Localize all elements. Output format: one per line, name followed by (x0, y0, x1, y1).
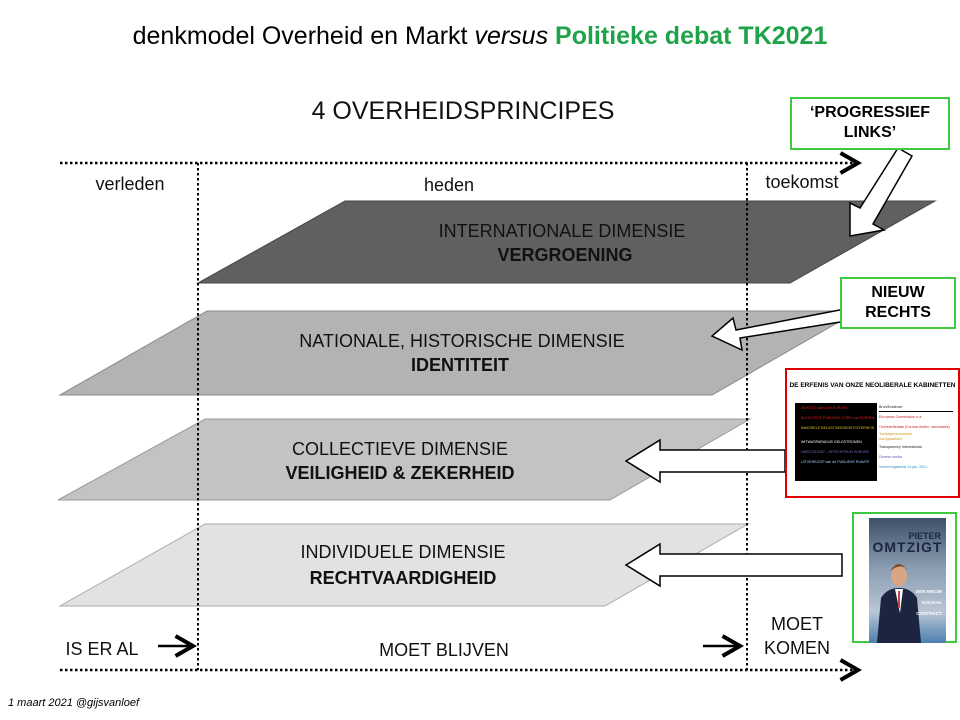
layer-collective-title: COLLECTIEVE DIMENSIE (292, 439, 508, 459)
person-figure (877, 564, 921, 643)
thumbnail-item: Oversterftedata (Corona doden, vaccinati… (879, 425, 950, 429)
callout-progressive-left: ‘PROGRESSIEF LINKS’ (790, 97, 950, 150)
callout-text: RECHTS (865, 304, 931, 321)
thumbnail-item: European Commission e.a. (879, 415, 923, 419)
thumbnail-item: WITWASPARADIJS GELDSTROMEN (801, 440, 862, 444)
title-versus: versus (474, 22, 549, 50)
thumbnail-item: UITVERKOOP van de PUBLIEKE RUIMTE (801, 460, 870, 464)
thumbnail-right-list: Bron/Evidence European Commission e.a. O… (879, 403, 953, 472)
book-cover-omtzigt: PIETER OMTZIGT EEN NIEUW SOCIAAL CONTRAC… (852, 512, 957, 643)
title-debate: Politieke debat TK2021 (548, 22, 828, 50)
book-author-last: OMTZIGT (872, 539, 943, 555)
book-cover-image: PIETER OMTZIGT EEN NIEUW SOCIAAL CONTRAC… (869, 518, 946, 643)
layer-individual-theme: RECHTVAARDIGHEID (310, 568, 497, 588)
layer-individual-title: INDIVIDUELE DIMENSIE (300, 542, 505, 562)
book-subtitle: EEN NIEUW SOCIAAL CONTRACT (916, 586, 942, 619)
book-subtitle-line: CONTRACT (916, 611, 942, 616)
layer-individual (58, 523, 750, 607)
label-past: verleden (95, 174, 164, 194)
callout-text: NIEUW (871, 284, 925, 301)
label-exists: IS ER AL (65, 639, 138, 659)
layer-international (196, 200, 937, 284)
thumbnail-item: Verkiezingsdebat 14 jan. 2021 (879, 465, 928, 469)
thumbnail-item: SLECHTSTE PUBLIEKE ZORG van EUROPA (801, 416, 875, 420)
layer-international-theme: VERGROENING (497, 245, 632, 265)
callout-text: ‘PROGRESSIEF (809, 104, 931, 121)
layer-national-title: NATIONALE, HISTORISCHE DIMENSIE (299, 331, 624, 351)
thumbnail-title: DE ERFENIS VAN ONZE NEOLIBERALE KABINETT… (789, 382, 956, 389)
legacy-slide-thumbnail: DE ERFENIS VAN ONZE NEOLIBERALE KABINETT… (785, 368, 960, 498)
thumbnail-item: NARCOSTAAT – EPICENTRUM EUROPA (801, 450, 869, 454)
layer-collective (57, 418, 752, 501)
label-must-come-1: MOET (771, 614, 823, 634)
slide-title: denkmodel Overheid en Markt versus Polit… (0, 22, 960, 51)
thumbnail-item: ZIEKSTE MAN van EUROPA (801, 406, 848, 410)
thumbnail-item: Aardgasaffaire (879, 437, 903, 441)
callout-text: LINKS’ (843, 124, 897, 141)
book-author-first: PIETER (908, 531, 941, 541)
arrow-new-right (710, 307, 854, 352)
label-future: toekomst (765, 172, 838, 192)
layer-national-theme: IDENTITEIT (411, 355, 509, 375)
thumbnail-item: Bron/Evidence (879, 403, 953, 412)
thumbnail-left-list: ZIEKSTE MAN van EUROPA SLECHTSTE PUBLIEK… (795, 403, 877, 481)
thumbnail-item: Diverse media (879, 455, 902, 459)
label-must-stay: MOET BLIJVEN (379, 640, 509, 660)
arrow-progressive-left (849, 146, 914, 237)
subtitle: 4 OVERHEIDSPRINCIPES (312, 97, 615, 125)
callout-new-right: NIEUW RECHTS (840, 277, 956, 329)
arrow-legacy (624, 438, 786, 484)
thumbnail-item: Toeslagenschandaal (879, 432, 912, 436)
title-text: denkmodel Overheid en Markt (132, 22, 475, 50)
layer-international-title: INTERNATIONALE DIMENSIE (439, 221, 686, 241)
book-subtitle-line: SOCIAAL (921, 600, 942, 605)
label-present: heden (424, 175, 474, 195)
arrow-omtzigt (624, 542, 843, 588)
footer-credit: 1 maart 2021 @gijsvanloef (8, 697, 140, 709)
layer-collective-theme: VEILIGHEID & ZEKERHEID (285, 463, 514, 483)
label-must-come-2: KOMEN (764, 638, 830, 658)
thumbnail-item: IMMORELE BELASTINGDIENST/OVERHEID (801, 426, 875, 430)
thumbnail-item: Transparency International (879, 445, 922, 449)
layer-national (58, 310, 860, 396)
book-subtitle-line: EEN NIEUW (915, 589, 942, 594)
